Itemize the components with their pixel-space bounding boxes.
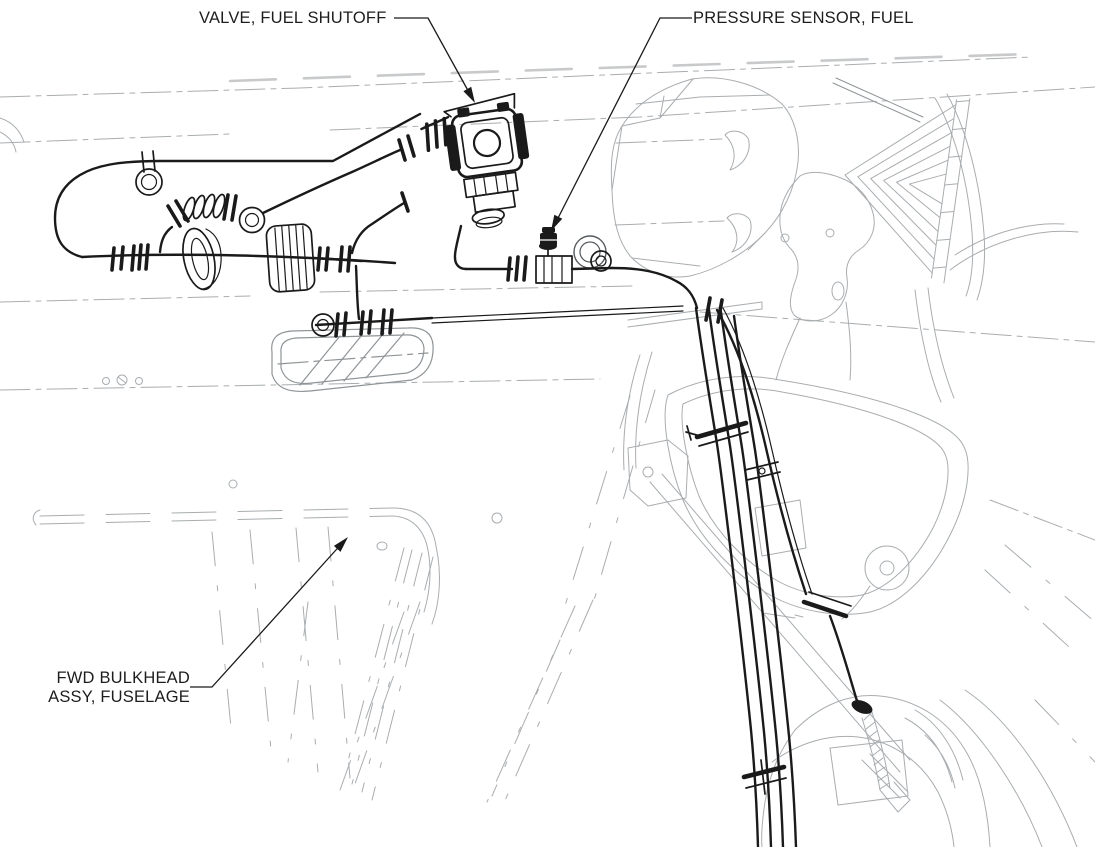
fuselage-skin-lines <box>0 52 1095 391</box>
valve-leader <box>394 17 475 103</box>
pressure-sensor-arrowhead-icon <box>551 214 563 231</box>
engine-mount-bracket <box>775 171 875 381</box>
fwd-bulkhead-arrowhead-icon <box>333 537 348 552</box>
callout-fwd-bulkhead-line1: FWD BULKHEAD <box>56 669 190 687</box>
fuel-shutoff-valve <box>420 92 530 229</box>
callout-fwd-bulkhead-line2: ASSY, FUSELAGE <box>48 688 190 706</box>
fuel-lines-bundle <box>685 296 873 847</box>
callout-valve-label: VALVE, FUEL SHUTOFF <box>199 9 387 27</box>
right-fuselage-curves <box>914 223 1095 847</box>
callout-fwd-bulkhead-label: FWD BULKHEAD ASSY, FUSELAGE <box>40 669 190 707</box>
engine-duct <box>761 695 991 847</box>
fwd-bulkhead-leader <box>190 537 348 688</box>
fwd-bulkhead-structure <box>32 374 594 813</box>
callout-leaders <box>190 17 692 688</box>
valve-arrowhead-icon <box>463 86 475 103</box>
pressure-sensor-leader <box>551 17 692 231</box>
callout-pressure-sensor-label: PRESSURE SENSOR, FUEL <box>693 9 914 27</box>
firewall-dome-structure <box>610 77 799 278</box>
access-panel <box>271 327 434 393</box>
fuel-pressure-sensor <box>464 227 699 310</box>
cockpit-frame-panel <box>491 301 969 806</box>
chevron-panel <box>832 77 986 301</box>
fuel-plumbing-assembly <box>53 112 684 338</box>
